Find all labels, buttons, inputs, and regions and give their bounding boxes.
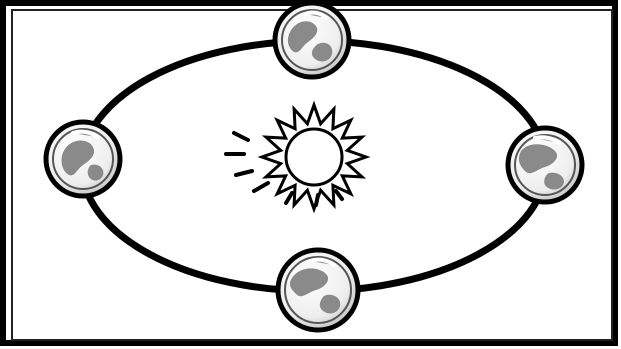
earth-icon-left bbox=[46, 122, 120, 196]
earth-icon-right bbox=[508, 128, 582, 202]
earth-icon-top bbox=[275, 3, 349, 77]
earth-icon-bottom bbox=[278, 250, 358, 330]
